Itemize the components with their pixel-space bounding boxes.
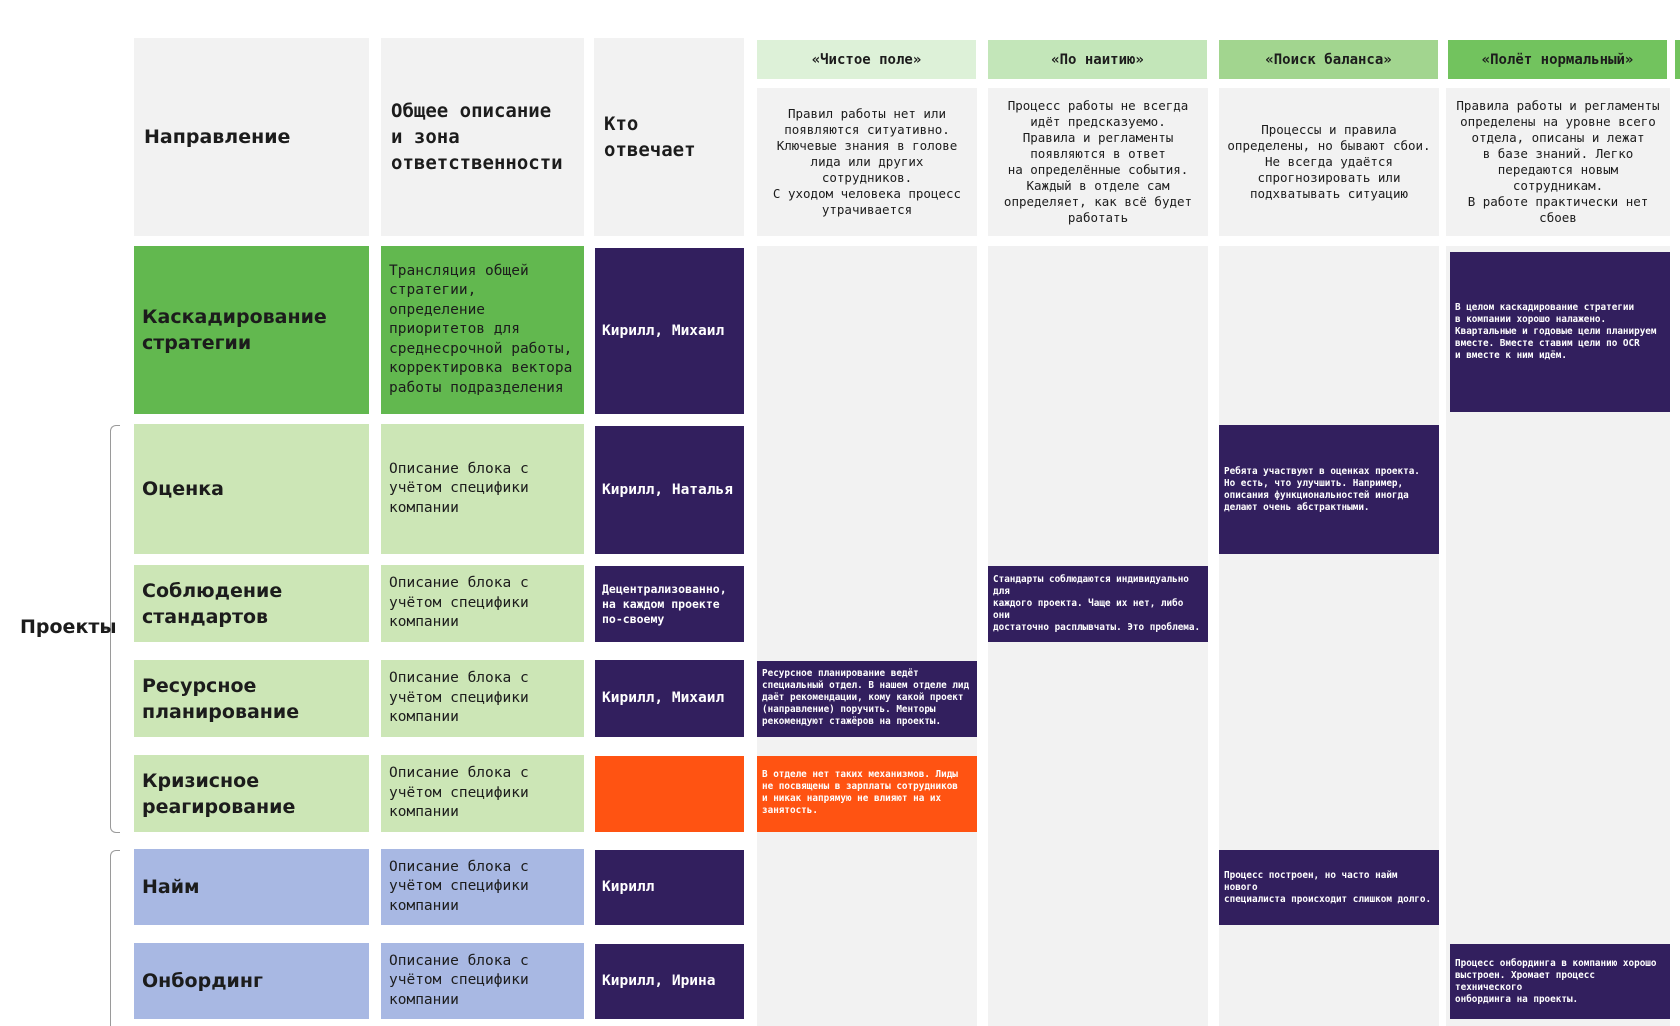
row-crisis-owner [595, 756, 744, 832]
row-onboarding-owner: Кирилл, Ирина [595, 944, 744, 1019]
row-standards-note: Стандарты соблюдаются индивидуально для … [988, 566, 1208, 642]
row-strategy-description: Трансляция общей стратегии, определение … [381, 246, 584, 414]
level-1-column [757, 246, 977, 1026]
level-2-description: Процесс работы не всегда идёт предсказуе… [988, 88, 1208, 236]
row-hiring-direction: Найм [134, 849, 369, 925]
projects-group-label: Проекты [20, 616, 117, 638]
header-description: Общее описание и зона ответственности [381, 38, 584, 236]
row-onboarding-note: Процесс онбординга в компанию хорошо выс… [1450, 944, 1670, 1019]
row-onboarding-description: Описание блока с учётом специфики компан… [381, 943, 584, 1019]
level-edge-marker [1675, 40, 1680, 79]
row-estimate-note: Ребята участвуют в оценках проекта. Но е… [1219, 425, 1439, 554]
header-description-label: Общее описание и зона ответственности [391, 100, 563, 174]
level-1-description: Правил работы нет или появляются ситуати… [757, 88, 977, 236]
row-resources-direction: Ресурсное планирование [134, 660, 369, 737]
row-estimate-description: Описание блока с учётом специфики компан… [381, 424, 584, 554]
row-estimate-direction: Оценка [134, 424, 369, 554]
row-hiring-owner: Кирилл [595, 850, 744, 925]
row-standards-owner: Децентрализованно, на каждом проекте по-… [595, 566, 744, 642]
row-onboarding-direction: Онбординг [134, 943, 369, 1019]
row-crisis-note: В отделе нет таких механизмов. Лиды не п… [757, 756, 977, 832]
level-3-title: «Поиск баланса» [1219, 40, 1438, 79]
header-owner: Кто отвечает [594, 38, 744, 236]
row-resources-owner: Кирилл, Михаил [595, 660, 744, 737]
row-resources-note: Ресурсное планирование ведёт специальный… [757, 661, 977, 737]
header-owner-label: Кто отвечает [604, 113, 696, 161]
header-direction-label: Направление [144, 126, 291, 148]
row-strategy-note: В целом каскадирование стратегии в компа… [1450, 252, 1670, 412]
level-4-description: Правила работы и регламенты определены н… [1446, 88, 1670, 236]
level-1-title: «Чистое поле» [757, 40, 976, 79]
level-3-description: Процессы и правила определены, но бывают… [1219, 88, 1439, 236]
team-group-bracket [110, 850, 120, 1026]
row-resources-description: Описание блока с учётом специфики компан… [381, 660, 584, 737]
row-hiring-note: Процесс построен, но часто найм нового с… [1219, 850, 1439, 925]
level-2-title: «По наитию» [988, 40, 1207, 79]
row-estimate-owner: Кирилл, Наталья [595, 426, 744, 554]
row-strategy-direction: Каскадирование стратегии [134, 246, 369, 414]
row-standards-direction: Соблюдение стандартов [134, 565, 369, 642]
row-hiring-description: Описание блока с учётом специфики компан… [381, 849, 584, 925]
row-strategy-owner: Кирилл, Михаил [595, 248, 744, 414]
row-crisis-description: Описание блока с учётом специфики компан… [381, 755, 584, 832]
row-crisis-direction: Кризисное реагирование [134, 755, 369, 832]
header-direction: Направление [134, 38, 369, 236]
projects-bracket-tick [104, 628, 111, 630]
level-4-title: «Полёт нормальный» [1448, 40, 1667, 79]
row-standards-description: Описание блока с учётом специфики компан… [381, 565, 584, 642]
